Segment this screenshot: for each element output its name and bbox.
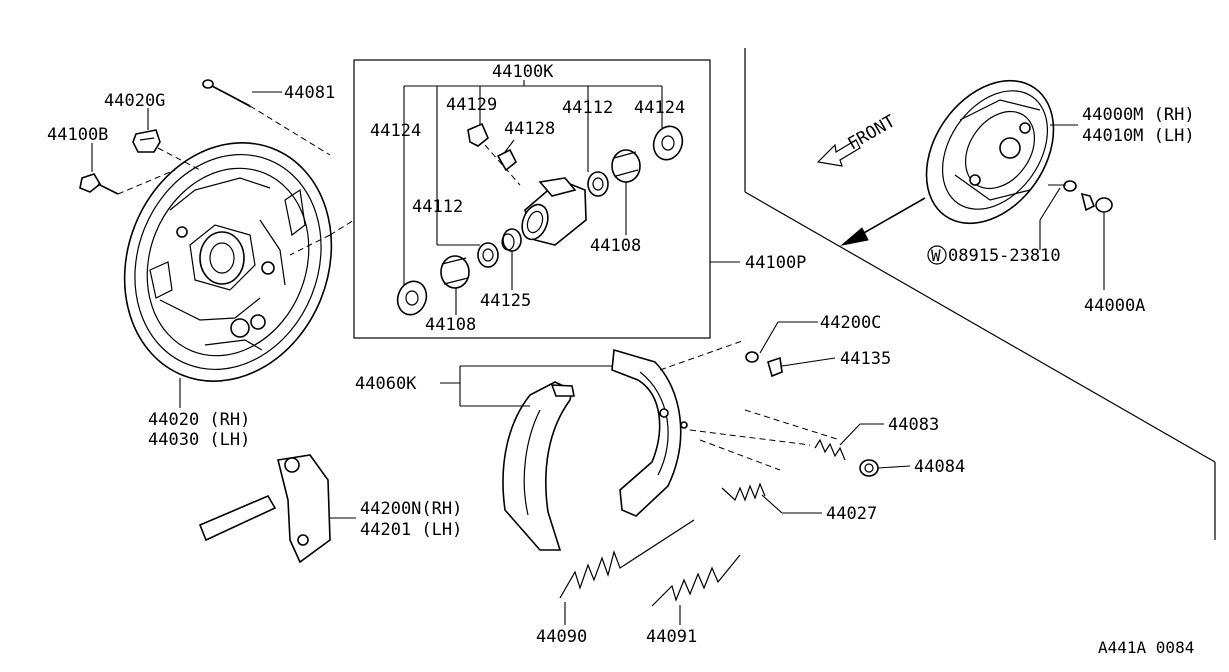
label-44125: 44125 bbox=[480, 291, 531, 311]
spring-44083 bbox=[689, 409, 846, 461]
label-44084: 44084 bbox=[914, 457, 965, 477]
lever-44200N bbox=[198, 454, 356, 564]
label-44020-rh: 44020 (RH) bbox=[148, 410, 250, 430]
label-44100K: 44100K bbox=[492, 62, 554, 82]
brake-shoe-right bbox=[611, 348, 688, 517]
brake-shoe-left bbox=[502, 381, 575, 551]
spring-44027 bbox=[699, 439, 781, 502]
wheel-cylinder-kit-box bbox=[353, 59, 711, 339]
label-44108-right: 44108 bbox=[590, 236, 641, 256]
washer-marker: W bbox=[927, 245, 947, 265]
label-44112-left: 44112 bbox=[412, 197, 463, 217]
washer-marker-letter: W bbox=[931, 246, 941, 265]
kit-bracket bbox=[403, 80, 663, 315]
spring-44125 bbox=[501, 228, 522, 252]
label-44124-left: 44124 bbox=[370, 121, 421, 141]
label-44128: 44128 bbox=[504, 119, 555, 139]
boot-44124-left bbox=[396, 280, 428, 316]
label-44112-top: 44112 bbox=[562, 98, 613, 118]
cup-44112-right bbox=[587, 171, 609, 197]
clip-44135 bbox=[767, 356, 783, 378]
label-44081: 44081 bbox=[284, 83, 335, 103]
label-44108-left: 44108 bbox=[425, 315, 476, 335]
bolt-44100B bbox=[79, 169, 176, 195]
label-44060K: 44060K bbox=[355, 374, 417, 394]
label-44100P: 44100P bbox=[745, 253, 806, 273]
label-44100B: 44100B bbox=[47, 125, 108, 145]
label-44090: 44090 bbox=[536, 627, 587, 647]
label-44135: 44135 bbox=[840, 349, 891, 369]
backing-plate bbox=[123, 142, 333, 382]
brake-assembly bbox=[744, 48, 1216, 540]
label-44010M-lh: 44010M (LH) bbox=[1082, 126, 1195, 146]
bolt-44081 bbox=[202, 79, 331, 156]
label-44030-lh: 44030 (LH) bbox=[148, 430, 250, 450]
direction-arrow bbox=[840, 197, 926, 246]
diagram-code: A441A 0084 bbox=[1098, 638, 1194, 657]
label-44000M-rh: 44000M (RH) bbox=[1082, 105, 1195, 125]
front-arrow-icon bbox=[816, 139, 861, 167]
cup-44112-left bbox=[477, 242, 499, 268]
label-44129: 44129 bbox=[446, 95, 497, 115]
piston-44108-right bbox=[611, 149, 641, 183]
label-44200C: 44200C bbox=[820, 313, 881, 333]
plug-44020G bbox=[132, 129, 201, 171]
front-label: FRONT bbox=[845, 111, 899, 154]
label-44027: 44027 bbox=[826, 504, 877, 524]
label-44124-top: 44124 bbox=[634, 98, 685, 118]
spring-44090 bbox=[559, 519, 695, 599]
label-44083: 44083 bbox=[888, 415, 939, 435]
label-44020G: 44020G bbox=[104, 91, 165, 111]
piston-44108-left bbox=[440, 255, 470, 289]
label-08915-23810: 08915-23810 bbox=[948, 246, 1061, 266]
leader-lines bbox=[91, 91, 1105, 625]
cup-44084 bbox=[859, 459, 879, 477]
pin-44200C bbox=[659, 339, 759, 371]
cap-44128 bbox=[496, 148, 518, 172]
label-44091: 44091 bbox=[646, 627, 697, 647]
label-44200N-rh: 44200N(RH) bbox=[360, 499, 462, 519]
label-44201-lh: 44201 (LH) bbox=[360, 520, 462, 540]
spring-44091 bbox=[651, 554, 741, 607]
label-44000A: 44000A bbox=[1084, 296, 1145, 316]
bleeder-44129 bbox=[467, 122, 521, 186]
boot-44124-right bbox=[652, 125, 684, 161]
wheel-cylinder bbox=[521, 177, 587, 246]
